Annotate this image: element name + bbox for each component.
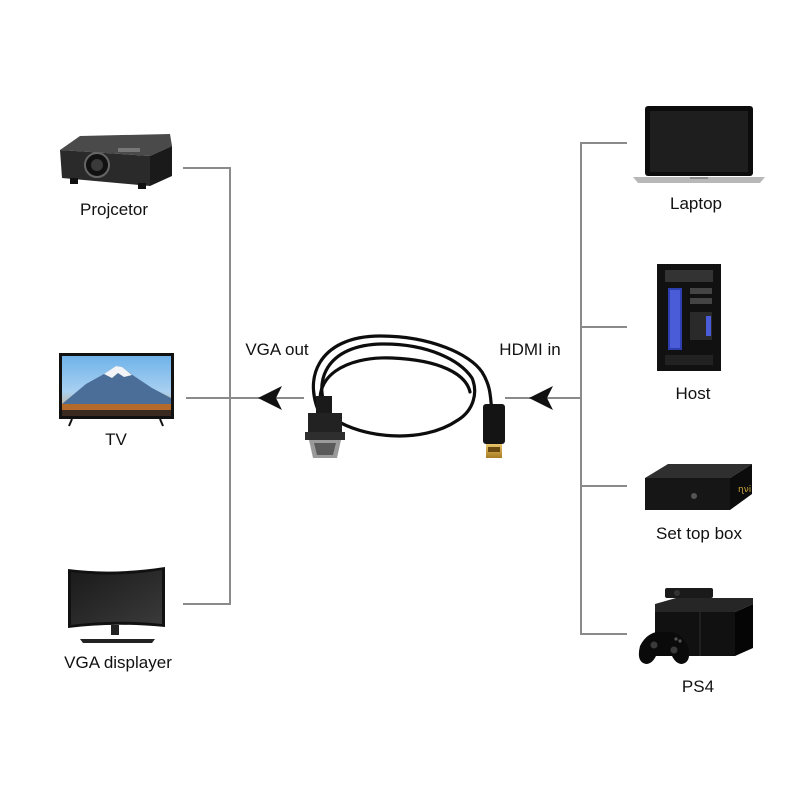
- tv-icon: [59, 353, 174, 427]
- curved-monitor-icon: [68, 567, 165, 643]
- set-top-box-icon: ɳνi: [645, 464, 752, 510]
- vga-out-label: VGA out: [245, 340, 309, 359]
- laptop-label: Laptop: [670, 194, 722, 213]
- projector-icon: [60, 134, 172, 189]
- connector-lines: [183, 142, 627, 635]
- input-arrow-icon: [529, 386, 553, 410]
- output-arrow-icon: [258, 386, 282, 410]
- tv-label: TV: [105, 430, 127, 449]
- set-top-box-label: Set top box: [655, 524, 743, 543]
- pc-tower-icon: [657, 264, 721, 371]
- projector-label: Projcetor: [79, 200, 149, 219]
- hdmi-to-vga-cable-icon: [305, 334, 505, 458]
- ps4-label: PS4: [681, 677, 715, 696]
- right-bracket-line: [580, 142, 627, 635]
- laptop-icon: [633, 106, 765, 183]
- hdmi-in-label: HDMI in: [499, 340, 561, 359]
- left-bracket-line: [183, 167, 231, 605]
- game-console-icon: [638, 588, 753, 664]
- vga-displayer-label: VGA displayer: [64, 653, 172, 672]
- svg-text:ɳνi: ɳνi: [738, 485, 751, 495]
- host-label: Host: [675, 384, 711, 403]
